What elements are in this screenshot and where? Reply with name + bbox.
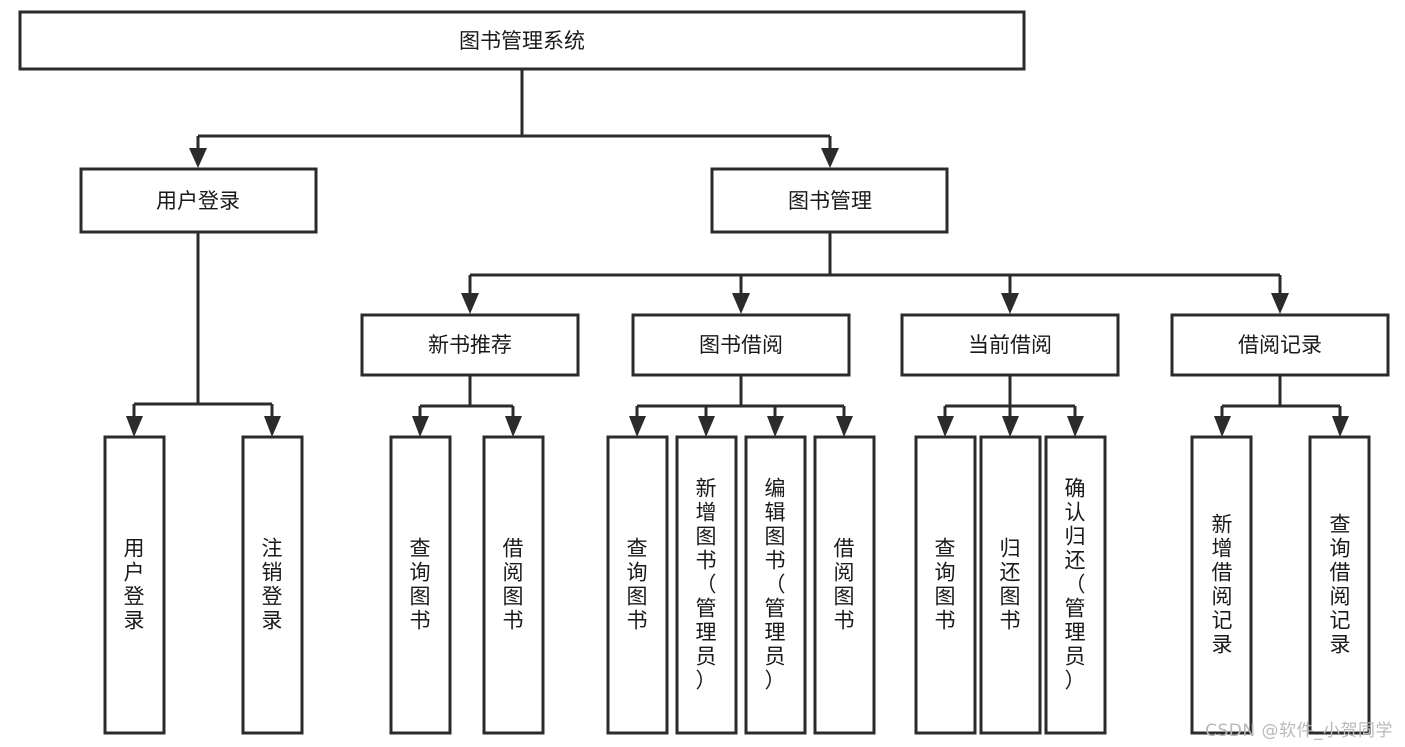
- node-leaf-borrow-book-1-box[interactable]: [482, 435, 545, 735]
- node-leaf-user-login[interactable]: 用户登录: [103, 435, 166, 735]
- node-leaf-add-book-box[interactable]: [675, 435, 738, 735]
- node-leaf-borrow-book-2-label: 借阅图书: [834, 537, 855, 633]
- arrowhead-new-book-recommend: [461, 293, 479, 314]
- node-leaf-add-record-label: 新增借阅记录: [1212, 513, 1233, 657]
- node-leaf-query-book-3-label: 查询图书: [935, 537, 956, 633]
- arrowhead-leaf-borrow-book-2: [836, 416, 853, 437]
- arrowhead-leaf-edit-book: [767, 416, 784, 437]
- arrowhead-leaf-add-record: [1214, 416, 1231, 437]
- arrowhead-leaf-query-book-2: [629, 416, 646, 437]
- node-leaf-borrow-book-2-box[interactable]: [813, 435, 876, 735]
- node-leaf-query-record-label: 查询借阅记录: [1330, 513, 1351, 657]
- node-leaf-return-book-label: 归还图书: [1000, 537, 1021, 633]
- node-leaf-return-book[interactable]: 归还图书: [979, 435, 1042, 735]
- node-leaf-query-record-box[interactable]: [1308, 435, 1371, 735]
- node-user-login-label: 用户登录: [156, 189, 240, 213]
- node-leaf-logout-login-label: 注销登录: [262, 537, 283, 633]
- node-leaf-add-record[interactable]: 新增借阅记录: [1190, 435, 1253, 735]
- node-book-management[interactable]: 图书管理: [710, 167, 949, 234]
- csdn-watermark: CSDN @软件_小贺同学: [1205, 721, 1393, 741]
- arrowhead-leaf-return-book: [1002, 416, 1019, 437]
- node-leaf-query-book-3[interactable]: 查询图书: [914, 435, 977, 735]
- node-book-borrow[interactable]: 图书借阅: [631, 313, 851, 377]
- node-new-book-recommend[interactable]: 新书推荐: [360, 313, 580, 377]
- node-leaf-borrow-book-1[interactable]: 借阅图书: [482, 435, 545, 735]
- node-book-management-box[interactable]: [710, 167, 949, 234]
- node-root-label: 图书管理系统: [459, 29, 585, 53]
- arrowhead-leaf-user-login: [126, 416, 143, 437]
- node-leaf-query-book-3-box[interactable]: [914, 435, 977, 735]
- arrowhead-leaf-add-book: [698, 416, 715, 437]
- node-leaf-add-book[interactable]: 新增图书（管理员）: [675, 435, 738, 735]
- arrowhead-borrow-record: [1271, 293, 1289, 314]
- arrowhead-leaf-logout-login: [264, 416, 281, 437]
- node-root-box[interactable]: [18, 10, 1026, 71]
- node-new-book-recommend-box[interactable]: [360, 313, 580, 377]
- node-leaf-borrow-book-2[interactable]: 借阅图书: [813, 435, 876, 735]
- node-leaf-borrow-book-1-label: 借阅图书: [503, 537, 524, 633]
- node-leaf-add-record-box[interactable]: [1190, 435, 1253, 735]
- arrowhead-leaf-confirm-return: [1067, 416, 1084, 437]
- node-current-borrow-box[interactable]: [900, 313, 1120, 377]
- arrowhead-book-borrow: [732, 293, 750, 314]
- node-new-book-recommend-label: 新书推荐: [428, 333, 512, 357]
- node-leaf-edit-book-box[interactable]: [744, 435, 807, 735]
- node-borrow-record[interactable]: 借阅记录: [1170, 313, 1390, 377]
- arrowhead-leaf-borrow-book-1: [505, 416, 522, 437]
- node-leaf-user-login-label: 用户登录: [124, 537, 145, 633]
- edges-layer: [126, 70, 1349, 437]
- node-leaf-edit-book-label: 编辑图书（管理员）: [765, 477, 786, 693]
- node-leaf-query-book-1[interactable]: 查询图书: [389, 435, 452, 735]
- node-borrow-record-label: 借阅记录: [1238, 333, 1322, 357]
- node-root[interactable]: 图书管理系统: [18, 10, 1026, 71]
- arrowhead-current-borrow: [1001, 293, 1019, 314]
- node-leaf-query-book-1-box[interactable]: [389, 435, 452, 735]
- node-leaf-query-book-1-label: 查询图书: [410, 537, 431, 633]
- node-user-login[interactable]: 用户登录: [79, 167, 318, 234]
- node-leaf-query-record[interactable]: 查询借阅记录: [1308, 435, 1371, 735]
- arrowhead-user-login: [189, 148, 207, 168]
- node-leaf-confirm-return[interactable]: 确认归还（管理员）: [1044, 435, 1107, 735]
- node-book-management-label: 图书管理: [788, 189, 872, 213]
- node-book-borrow-box[interactable]: [631, 313, 851, 377]
- node-leaf-edit-book[interactable]: 编辑图书（管理员）: [744, 435, 807, 735]
- arrowhead-book-management: [821, 148, 839, 168]
- node-leaf-add-book-label: 新增图书（管理员）: [696, 477, 717, 693]
- node-leaf-query-book-2-label: 查询图书: [627, 537, 648, 633]
- node-current-borrow[interactable]: 当前借阅: [900, 313, 1120, 377]
- node-borrow-record-box[interactable]: [1170, 313, 1390, 377]
- node-leaf-query-book-2[interactable]: 查询图书: [606, 435, 669, 735]
- node-leaf-return-book-box[interactable]: [979, 435, 1042, 735]
- node-book-borrow-label: 图书借阅: [699, 333, 783, 357]
- node-user-login-box[interactable]: [79, 167, 318, 234]
- node-leaf-logout-login-box[interactable]: [241, 435, 304, 735]
- arrowhead-leaf-query-record: [1332, 416, 1349, 437]
- node-leaf-user-login-box[interactable]: [103, 435, 166, 735]
- arrowhead-leaf-query-book-1: [412, 416, 429, 437]
- arrowhead-leaf-query-book-3: [937, 416, 954, 437]
- node-leaf-logout-login[interactable]: 注销登录: [241, 435, 304, 735]
- node-leaf-query-book-2-box[interactable]: [606, 435, 669, 735]
- node-leaf-confirm-return-box[interactable]: [1044, 435, 1107, 735]
- node-leaf-confirm-return-label: 确认归还（管理员）: [1065, 477, 1086, 693]
- node-current-borrow-label: 当前借阅: [968, 333, 1052, 357]
